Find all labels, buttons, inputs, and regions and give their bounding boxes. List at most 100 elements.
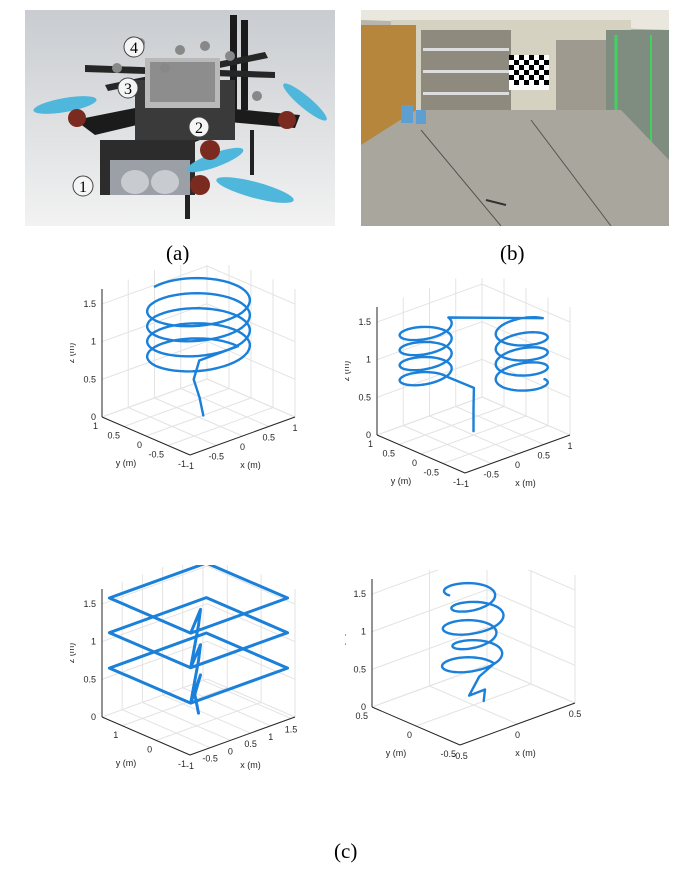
grid-line <box>376 358 483 398</box>
caption-b: (b) <box>500 241 525 265</box>
x-axis-label: x (m) <box>515 478 536 488</box>
y-axis-label: y (m) <box>391 476 412 486</box>
z-tick-label: 1.5 <box>353 589 366 599</box>
y-axis <box>101 716 191 756</box>
x-tick-label: 1 <box>268 732 273 742</box>
x-tick-label: 1 <box>567 441 572 451</box>
marker-2: 2 <box>188 116 210 138</box>
z-tick-label: 1 <box>366 355 371 365</box>
x-tick-label: 0.5 <box>569 709 582 719</box>
grid-line <box>145 397 252 437</box>
drone-photo: 1 2 3 4 <box>25 10 335 226</box>
z-axis-label: z (m) <box>70 343 76 364</box>
grid-line <box>420 415 527 455</box>
x-tick-label: 0 <box>515 460 520 470</box>
marker-1: 1 <box>72 175 94 197</box>
grid-line <box>486 626 576 666</box>
x-tick-label: 1 <box>292 423 297 433</box>
z-tick-label: 1 <box>361 627 366 637</box>
grid-line <box>486 664 576 704</box>
x-axis <box>189 416 296 456</box>
grid-line <box>162 694 251 734</box>
svg-text:2: 2 <box>195 120 203 137</box>
y-tick-label: -1 <box>453 477 461 487</box>
grid-line <box>371 570 440 595</box>
trajectory-plot-spiral: -0.500.5-0.500.500.511.5x (m)y (m)z (m) <box>345 570 582 761</box>
z-tick-label: 0.5 <box>353 664 366 674</box>
grid-line <box>123 388 230 427</box>
y-tick-label: 1 <box>93 421 98 431</box>
y-axis <box>376 434 466 474</box>
grid-line <box>527 570 576 591</box>
grid-line <box>486 589 576 629</box>
grid-line <box>376 321 483 361</box>
z-axis-label: z (m) <box>70 643 76 664</box>
x-tick-label: 0.5 <box>262 433 275 443</box>
y-tick-label: 0 <box>407 730 412 740</box>
y-tick-label: -0.5 <box>148 450 164 460</box>
grid-line <box>101 678 208 718</box>
z-axis-label: z (m) <box>345 633 346 654</box>
grid-line <box>101 265 208 305</box>
grid-line <box>481 321 571 361</box>
x-axis <box>464 434 571 474</box>
x-axis-label: x (m) <box>240 460 261 470</box>
z-tick-label: 0.5 <box>358 392 371 402</box>
x-tick-label: 0 <box>228 746 233 756</box>
y-tick-label: 0.5 <box>107 431 120 441</box>
caption-a: (a) <box>166 241 190 265</box>
grid-line <box>101 603 208 643</box>
trajectory-line <box>398 316 549 433</box>
z-tick-label: 0 <box>91 712 96 722</box>
grid-line <box>202 680 292 719</box>
caption-c: (c) <box>334 839 358 863</box>
x-tick-label: -0.5 <box>202 754 218 764</box>
x-axis-label: x (m) <box>515 748 536 758</box>
x-tick-label: 0.5 <box>537 451 550 461</box>
z-tick-label: 0.5 <box>83 674 96 684</box>
trajectory-line <box>107 565 290 715</box>
y-tick-label: 0.5 <box>355 711 368 721</box>
x-axis <box>459 702 576 746</box>
x-tick-label: 1.5 <box>285 724 298 734</box>
z-tick-label: 0.5 <box>83 374 96 384</box>
grid-line <box>121 709 211 749</box>
grid-line <box>182 687 271 727</box>
trajectory-line <box>146 276 251 417</box>
grid-line <box>101 340 208 380</box>
x-tick-label: -0.5 <box>483 470 499 480</box>
marker-3: 3 <box>117 77 139 99</box>
lab-photo <box>361 10 669 226</box>
z-tick-label: 0 <box>361 702 366 712</box>
z-tick-label: 1.5 <box>83 299 96 309</box>
grid-line <box>122 687 228 727</box>
z-tick-label: 1.5 <box>83 599 96 609</box>
z-tick-label: 1 <box>91 637 96 647</box>
grid-line <box>376 283 483 323</box>
x-tick-label: 0 <box>240 442 245 452</box>
x-tick-label: 0.5 <box>244 739 257 749</box>
y-tick-label: 0.5 <box>382 449 395 459</box>
grid-line <box>101 565 208 605</box>
y-axis-label: y (m) <box>386 748 407 758</box>
x-tick-label: -1 <box>461 479 469 489</box>
grid-line <box>206 565 296 605</box>
y-tick-label: -1 <box>178 759 186 769</box>
y-tick-label: 1 <box>368 439 373 449</box>
grid-line <box>206 265 296 305</box>
y-tick-label: -1 <box>178 459 186 469</box>
x-tick-label: -1 <box>186 461 194 471</box>
grid-line <box>442 425 549 464</box>
marker-4: 4 <box>123 36 145 58</box>
x-tick-label: -1 <box>186 761 194 771</box>
grid-line <box>415 683 532 727</box>
y-axis <box>371 706 461 746</box>
z-tick-label: 0 <box>91 412 96 422</box>
z-tick-label: 1 <box>91 337 96 347</box>
grid-line <box>206 340 296 380</box>
grid-line <box>481 283 571 323</box>
grid-line <box>167 407 274 446</box>
